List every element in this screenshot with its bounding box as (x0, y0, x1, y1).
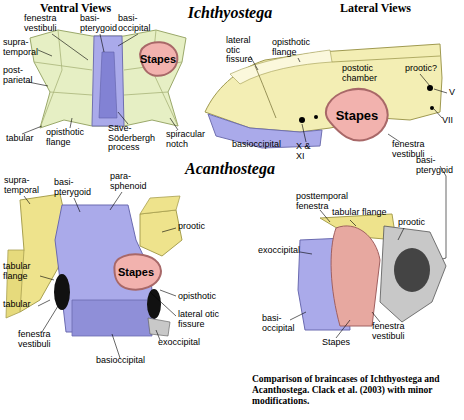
part-label: lateral otic fissure (226, 36, 264, 65)
leader-line (22, 34, 178, 134)
part-label: VII (442, 116, 453, 126)
part-label: fenestra vestibuli (372, 322, 417, 341)
part-label: V (449, 88, 455, 98)
part-label: X & XI (296, 142, 318, 161)
part-label: Stapes (118, 266, 154, 278)
view-heading: Lateral Views (340, 2, 411, 15)
part-label: opisthotic flange (46, 128, 96, 147)
part-label: Stapes (336, 108, 379, 123)
fenestra-opening (54, 274, 70, 310)
basicranium (92, 36, 124, 126)
part-label: tabular (3, 300, 31, 310)
part-label: basi- occipital (262, 314, 300, 333)
bone-suture (34, 30, 182, 128)
part-label: basioccipital (232, 140, 281, 150)
stapes-blob: Stapes (322, 86, 392, 144)
part-label: para- sphenoid (110, 172, 155, 191)
part-label: tabular flange (3, 262, 41, 281)
taxon-heading: Acanthostega (165, 160, 295, 177)
part-label: basioccipital (96, 356, 145, 366)
stapes-shape (109, 252, 164, 292)
exoccipital-bone (148, 318, 170, 336)
postotic-chamber-line (332, 56, 440, 62)
part-label: Stapes (140, 53, 176, 65)
otic-fissure (255, 66, 276, 118)
part-label: fenestra vestibuli (18, 330, 63, 349)
part-label: supra- temporal (4, 176, 46, 195)
skull-bone (140, 196, 180, 214)
skull-roof-ventral (30, 30, 186, 128)
part-label: basi- occipital (118, 14, 158, 33)
part-label: opisthotic flange (272, 38, 324, 57)
foramen (314, 115, 318, 119)
part-label: exoccipital (158, 338, 200, 348)
part-label: prootic (178, 222, 205, 232)
part-label: opisthotic (178, 292, 216, 302)
part-label: post- parietal (3, 66, 37, 85)
part-label: tabular flange (332, 208, 387, 218)
taxon-heading: Ichthyostega (170, 4, 290, 21)
fenestra-opening (147, 289, 161, 319)
part-label: basi- pterygoid (54, 178, 96, 197)
part-label: tabular (6, 134, 34, 144)
stapes-blob: Stapes (108, 252, 164, 292)
foramen (299, 117, 305, 123)
basioccipital-bone (99, 52, 117, 118)
prootic-region (380, 226, 446, 322)
prootic-bone (140, 210, 182, 256)
part-label: basi- pterygoid (416, 156, 461, 175)
stapes-shape (140, 42, 177, 76)
part-label: supra- temporal (3, 38, 45, 57)
part-label: prootic? (405, 64, 437, 74)
stapes-shape (322, 86, 392, 144)
part-label: Stapes (322, 338, 350, 348)
part-label: lateral otic fissure (178, 310, 228, 329)
leader-line (290, 210, 404, 338)
basioccipital-bone (72, 300, 152, 336)
part-label: fenestra vestibuli (24, 14, 69, 33)
part-label: postotic chamber (342, 64, 392, 83)
part-label: spiracular notch (166, 130, 214, 149)
part-label: basi- pterygoid (80, 14, 122, 33)
stapes-blob: Stapes (136, 40, 180, 78)
part-label: prootic (398, 218, 425, 228)
braincase-cavity (394, 248, 430, 292)
stapes-bone (331, 226, 380, 326)
part-label: exoccipital (258, 246, 300, 256)
foramen (430, 106, 434, 110)
figure-caption: Comparison of braincases of Ichthyostega… (252, 374, 460, 407)
part-label: Säve- Söderbergh process (108, 124, 163, 153)
